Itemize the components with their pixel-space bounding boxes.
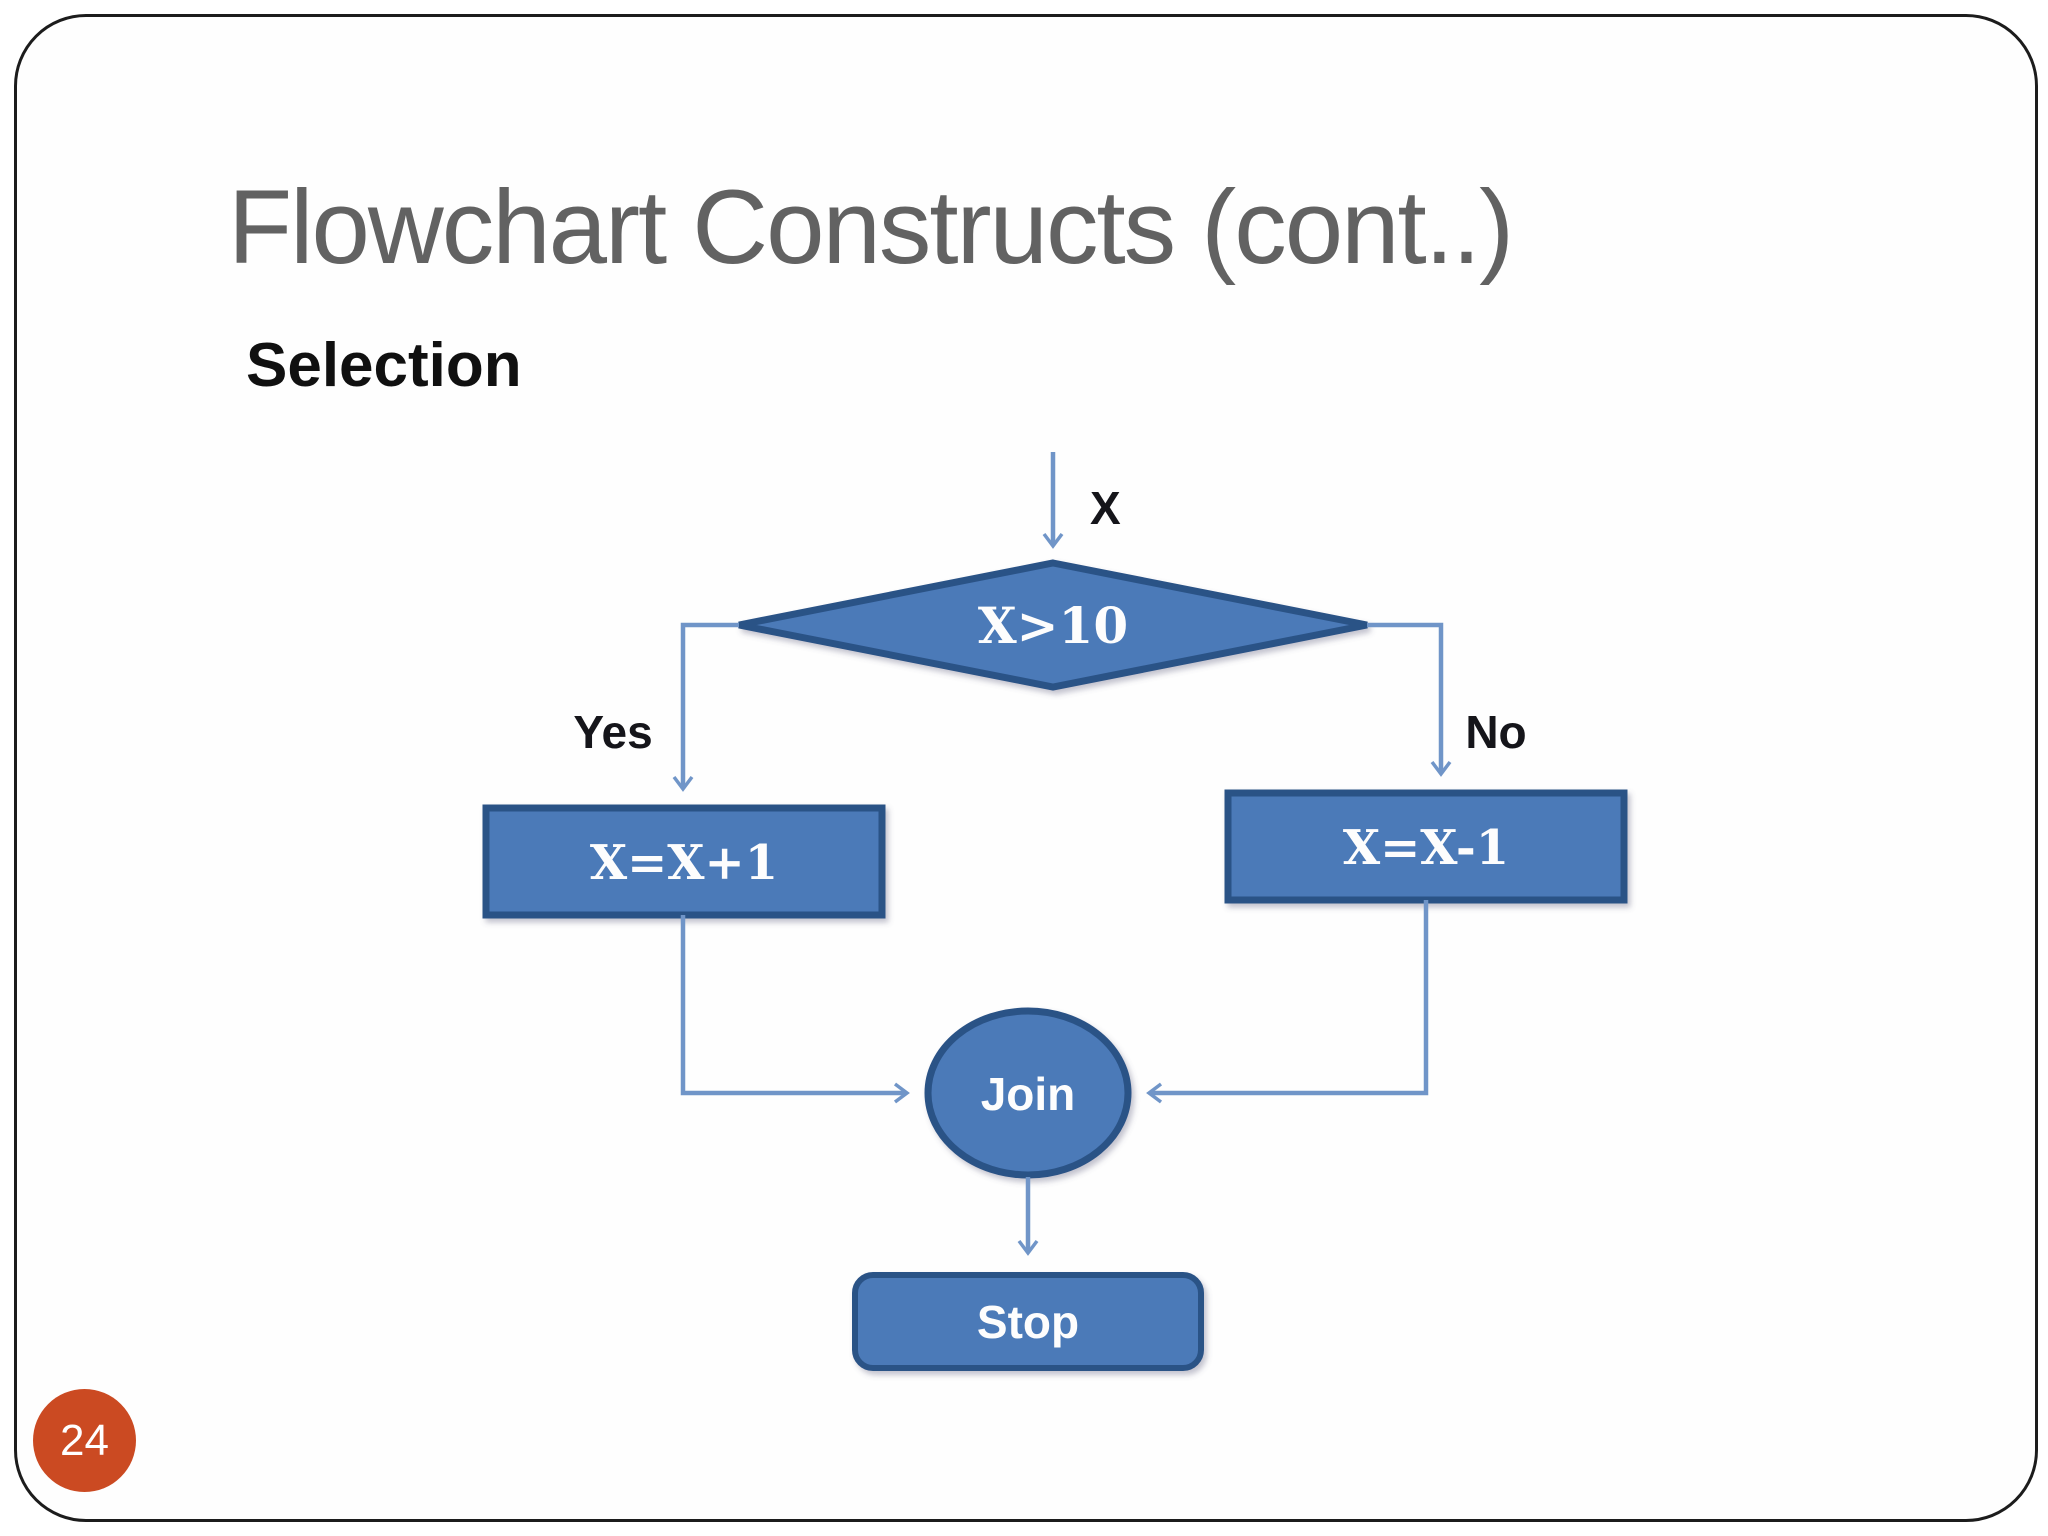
connector-no-to-join xyxy=(1146,900,1429,1104)
process-box-decrement xyxy=(1224,789,1628,904)
start-variable-label: X xyxy=(1090,482,1121,534)
join-label: Join xyxy=(981,1068,1076,1120)
slide-subtitle: Selection xyxy=(246,331,522,400)
connector-yes-to-join xyxy=(680,915,910,1104)
stop-terminator xyxy=(852,1272,1204,1371)
page-number: 24 xyxy=(60,1415,109,1465)
page-number-badge: 24 xyxy=(33,1389,136,1492)
connector-yes-branch xyxy=(672,622,739,792)
yes-branch-label: Yes xyxy=(573,706,652,758)
stop-label: Stop xyxy=(977,1296,1079,1348)
process-box-increment-label: X=X+1 xyxy=(590,835,778,891)
join-circle xyxy=(924,1007,1132,1179)
slide-title: Flowchart Constructs (cont..) xyxy=(228,169,1514,286)
decision-diamond xyxy=(738,559,1368,691)
connector-no-branch xyxy=(1367,622,1452,777)
no-branch-label: No xyxy=(1465,706,1526,758)
decision-label: X>10 xyxy=(978,596,1128,655)
slide-frame xyxy=(14,14,2038,1522)
process-box-decrement-label: X=X-1 xyxy=(1343,820,1509,876)
